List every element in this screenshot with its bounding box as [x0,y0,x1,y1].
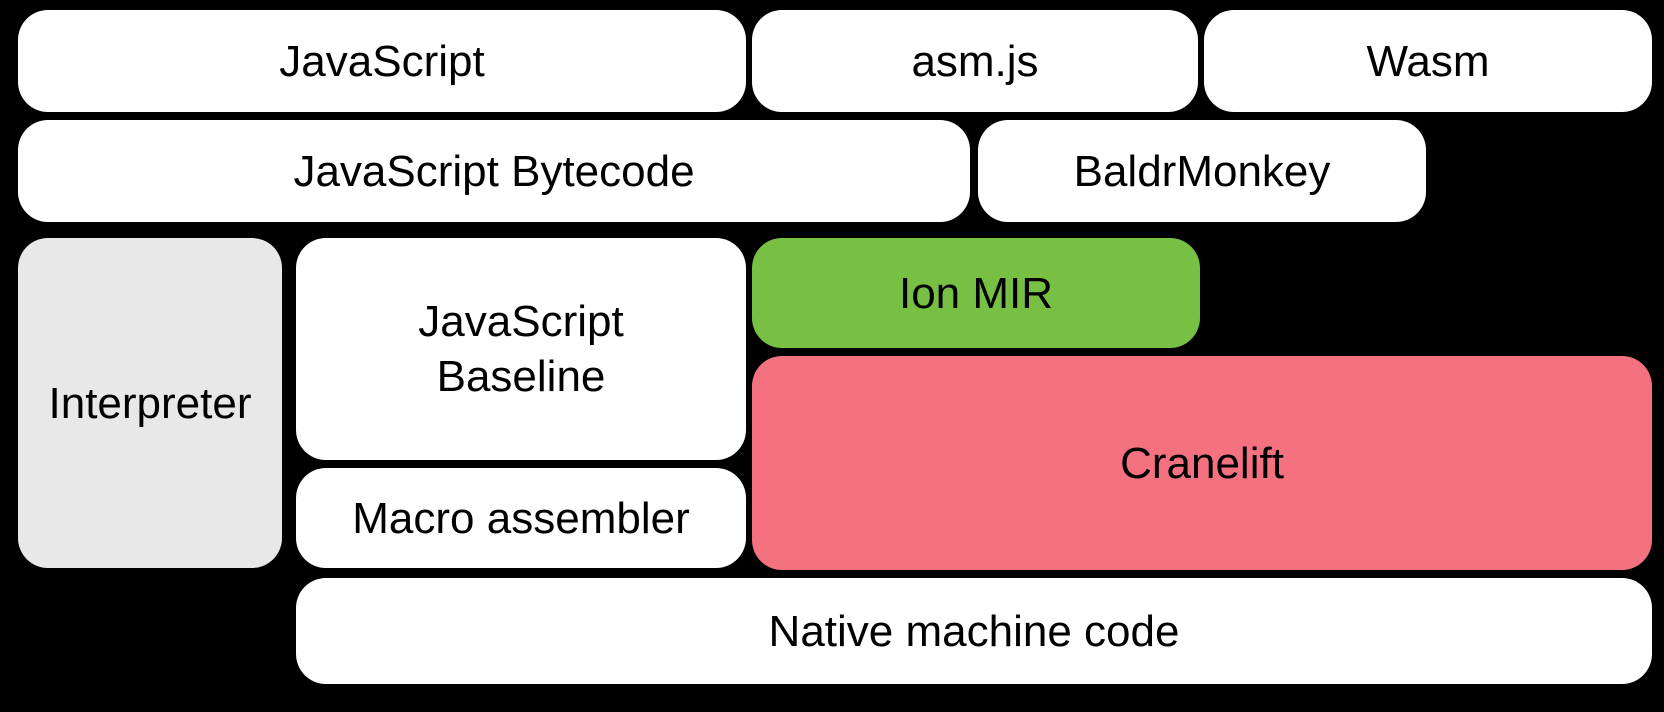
asmjs-box: asm.js [752,10,1198,112]
javascript-baseline-box: JavaScript Baseline [296,238,746,460]
cranelift-label: Cranelift [1120,438,1284,488]
wasm-label: Wasm [1366,36,1490,86]
interpreter-label: Interpreter [48,378,252,428]
javascript-baseline-label: JavaScript Baseline [418,297,624,401]
javascript-bytecode-label: JavaScript Bytecode [293,146,695,196]
baldrmonkey-box: BaldrMonkey [978,120,1426,222]
interpreter-box: Interpreter [18,238,282,568]
cranelift-box: Cranelift [752,356,1652,570]
native-machine-code-label: Native machine code [768,606,1180,656]
javascript-box: JavaScript [18,10,746,112]
ion-mir-box: Ion MIR [752,238,1200,348]
macro-assembler-label: Macro assembler [352,493,690,543]
wasm-box: Wasm [1204,10,1652,112]
javascript-bytecode-box: JavaScript Bytecode [18,120,970,222]
javascript-label: JavaScript [279,36,485,86]
baldrmonkey-label: BaldrMonkey [1073,146,1331,196]
native-machine-code-box: Native machine code [296,578,1652,684]
macro-assembler-box: Macro assembler [296,468,746,568]
asmjs-label: asm.js [911,36,1039,86]
ion-mir-label: Ion MIR [898,268,1054,318]
